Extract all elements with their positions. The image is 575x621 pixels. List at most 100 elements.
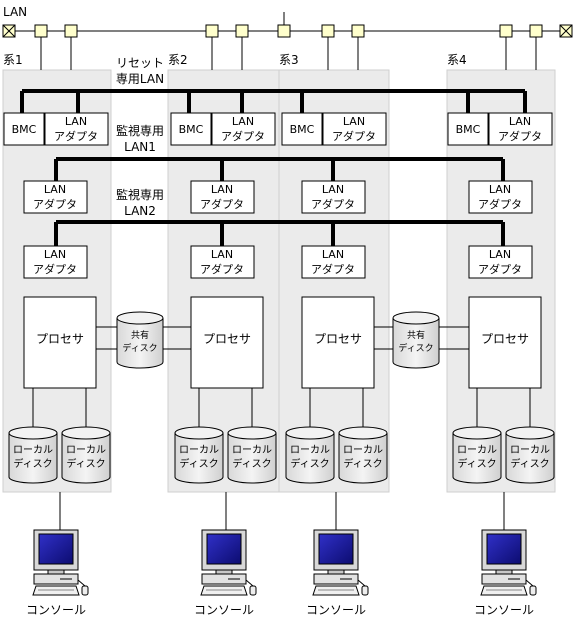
lan-adapter-label-line2: アダプタ [200, 197, 244, 211]
lan-adapter-label-line1: LAN [232, 115, 254, 128]
lan-adapter-label-line2: アダプタ [221, 129, 265, 143]
lan-adapter-label-line2: アダプタ [311, 262, 355, 276]
lan-connector [321, 24, 335, 38]
lan-adapter-label-line2: アダプタ [33, 197, 77, 211]
lan-connector [34, 24, 48, 38]
lan-adapter-label-line1: LAN [343, 115, 365, 128]
local-disk-label-line1: ローカル [457, 444, 497, 456]
processor-label: プロセサ [481, 332, 529, 346]
lan-adapter-label-line2: アダプタ [332, 129, 376, 143]
bmc-box [170, 112, 212, 146]
lan-adapter-box [44, 112, 109, 146]
bmc-label: BMC [179, 123, 204, 136]
shared-disk [116, 311, 164, 369]
reset-lan-label-line2: 専用LAN [116, 72, 164, 86]
bmc-label: BMC [12, 123, 37, 136]
lan-adapter-label-line1: LAN [509, 115, 531, 128]
lan-adapter-label-line1: LAN [489, 183, 511, 196]
lan-connector [351, 24, 365, 38]
lan-adapter-label-line2: アダプタ [54, 129, 98, 143]
local-disk-label-line2: ディスク [66, 457, 105, 470]
lan-terminator-right [559, 24, 573, 38]
console-computer-icon: コンソール [306, 529, 369, 617]
monitor-lan2-label-line2: LAN2 [124, 204, 156, 218]
system-2-label: 系2 [168, 53, 188, 67]
console-label: コンソール [26, 603, 86, 617]
lan-adapter-box [322, 112, 387, 146]
lan-adapter-label-line1: LAN [211, 248, 233, 261]
lan-adapter-box [301, 245, 366, 279]
monitor-lan2-label-line1: 監視専用 [116, 187, 164, 202]
lan-adapter-label-line2: アダプタ [311, 197, 355, 211]
shared-disk-label-line1: 共有 [407, 329, 425, 341]
lan-bus [2, 12, 573, 70]
lan-adapter-label-line1: LAN [211, 183, 233, 196]
lan-adapter-box [23, 180, 88, 214]
shared-disk-label-line1: 共有 [131, 329, 149, 341]
monitor-lan2-bus [54, 220, 505, 246]
lan-adapter-label-line1: LAN [44, 183, 66, 196]
lan-adapter-label-line2: アダプタ [33, 262, 77, 276]
local-disk-label-line1: ローカル [232, 444, 272, 456]
lan-adapter-box [468, 245, 533, 279]
console-label: コンソール [194, 603, 254, 617]
processor-label: プロセサ [203, 332, 251, 346]
local-disk-label-line2: ディスク [510, 457, 549, 470]
processor-box [23, 296, 97, 389]
lan-connector [64, 24, 78, 38]
reset-lan-bus [20, 89, 527, 113]
lan-terminator-left [2, 24, 16, 38]
lan-adapter-label-line1: LAN [65, 115, 87, 128]
bmc-label: BMC [290, 123, 315, 136]
monitor-lan1-label-line2: LAN1 [124, 140, 156, 154]
processor-box [468, 296, 542, 389]
console-computer-icon: コンソール [194, 529, 257, 617]
lan-connector [205, 24, 219, 38]
lan-adapter-label-line2: アダプタ [200, 262, 244, 276]
lan-adapter-box [190, 245, 255, 279]
processor-box [190, 296, 264, 389]
system-3-label: 系3 [279, 53, 299, 67]
local-disk-label-line2: ディスク [290, 457, 329, 470]
shared-disk-label-line2: ディスク [122, 342, 157, 354]
lan-adapter-box [488, 112, 553, 146]
local-disk-label-line1: ローカル [510, 444, 550, 456]
lan-adapter-label-line2: アダプタ [478, 262, 522, 276]
shared-disk [392, 311, 440, 369]
console-computer-icon: コンソール [474, 529, 537, 617]
console-label: コンソール [306, 603, 366, 617]
lan-connector [529, 24, 543, 38]
lan-adapter-box [190, 180, 255, 214]
local-disk-label-line2: ディスク [232, 457, 271, 470]
lan-adapter-box [211, 112, 276, 146]
lan-adapter-box [23, 245, 88, 279]
bmc-label: BMC [456, 123, 481, 136]
lan-adapter-label-line2: アダプタ [478, 197, 522, 211]
local-disk-label-line1: ローカル [179, 444, 219, 456]
monitor-lan1-label-line1: 監視専用 [116, 123, 164, 138]
lan-connector [499, 24, 513, 38]
local-disk-label-line1: ローカル [13, 444, 53, 456]
shared-disk-label-line2: ディスク [398, 342, 433, 354]
monitor-lan1-bus [54, 157, 505, 181]
local-disk-label-line1: ローカル [66, 444, 106, 456]
lan-label: LAN [3, 5, 27, 19]
lan-adapter-box [301, 180, 366, 214]
lan-connector [277, 24, 291, 38]
lan-adapter-label-line1: LAN [322, 183, 344, 196]
lan-adapter-label-line1: LAN [489, 248, 511, 261]
processor-box [301, 296, 375, 389]
processor-label: プロセサ [36, 332, 84, 346]
lan-adapter-box [468, 180, 533, 214]
reset-lan-label-line1: リセット [116, 56, 164, 70]
lan-adapter-label-line2: アダプタ [498, 129, 542, 143]
